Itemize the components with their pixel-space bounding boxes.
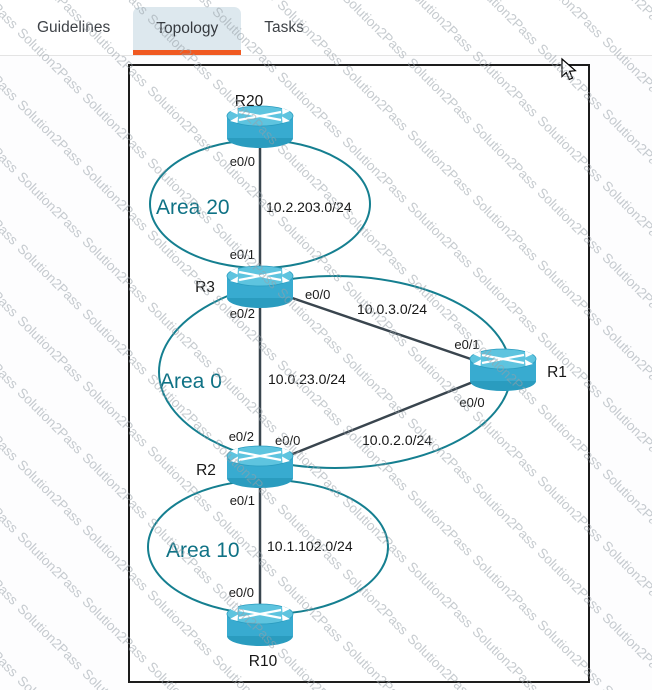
router-r3-label: R3 <box>195 279 215 296</box>
router-r10-icon <box>225 602 295 648</box>
port-r3-e02: e0/2 <box>230 306 255 321</box>
port-r20-e00: e0/0 <box>230 154 255 169</box>
router-r20-label: R20 <box>235 93 264 110</box>
network-10-0-3: 10.0.3.0/24 <box>357 301 427 317</box>
router-r2-label: R2 <box>196 462 216 479</box>
tab-guidelines[interactable]: Guidelines <box>37 18 111 36</box>
port-r1-e01: e0/1 <box>454 337 479 352</box>
router-r3-icon <box>225 264 295 310</box>
mouse-cursor <box>561 57 577 81</box>
router-r10-label: R10 <box>249 653 278 670</box>
tab-bar: Guidelines Topology Tasks <box>0 0 652 56</box>
port-r3-e00: e0/0 <box>305 287 330 302</box>
tab-tasks[interactable]: Tasks <box>264 18 304 36</box>
port-r1-e00: e0/0 <box>459 395 484 410</box>
port-r3-e01: e0/1 <box>230 247 255 262</box>
port-r10-e00: e0/0 <box>229 585 254 600</box>
port-r2-e00: e0/0 <box>275 433 300 448</box>
network-10-1-102: 10.1.102.0/24 <box>267 538 353 554</box>
network-10-0-2: 10.0.2.0/24 <box>362 432 432 448</box>
link-r2-r1 <box>259 368 504 469</box>
port-r2-e02: e0/2 <box>229 429 254 444</box>
network-10-2-203: 10.2.203.0/24 <box>266 199 352 215</box>
area10-label: Area 10 <box>166 539 240 562</box>
area0-label: Area 0 <box>160 370 222 393</box>
link-r3-r1 <box>259 285 504 372</box>
router-r2-icon <box>225 444 295 490</box>
tab-topology[interactable]: Topology <box>133 7 242 55</box>
network-10-0-23: 10.0.23.0/24 <box>268 371 346 387</box>
area20-label: Area 20 <box>156 196 230 219</box>
router-r20-icon <box>225 104 295 150</box>
router-r1-label: R1 <box>547 364 567 381</box>
port-r2-e01: e0/1 <box>230 493 255 508</box>
router-r1-icon <box>468 347 538 393</box>
